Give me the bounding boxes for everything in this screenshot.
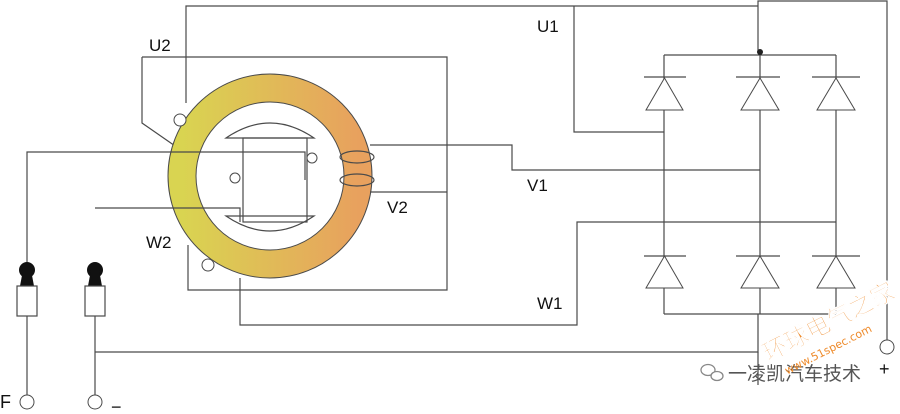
label-w1: W1 bbox=[537, 294, 563, 313]
f-terminal bbox=[19, 394, 35, 410]
label-f: F bbox=[0, 392, 11, 412]
label-w2: W2 bbox=[146, 233, 172, 252]
diode-upper-3 bbox=[812, 76, 860, 111]
diode-lower-3 bbox=[812, 255, 860, 289]
positive-terminal bbox=[879, 339, 895, 355]
label-plus: + bbox=[879, 359, 890, 379]
w-winding bbox=[95, 207, 836, 326]
minus-terminal bbox=[87, 394, 103, 410]
bridge-node bbox=[757, 49, 763, 55]
rotor-contact-right bbox=[306, 152, 318, 164]
label-v2: V2 bbox=[387, 198, 408, 217]
ground-return-lead bbox=[95, 314, 759, 385]
stator-ring bbox=[167, 73, 373, 279]
ring-post-bottom bbox=[201, 258, 215, 272]
diode-upper-1 bbox=[644, 76, 686, 111]
diode-lower-2 bbox=[736, 255, 780, 289]
diode-upper-2 bbox=[736, 76, 780, 111]
rotor-contact-left bbox=[229, 172, 241, 184]
field-lead bbox=[26, 151, 306, 266]
stator-frame bbox=[141, 56, 448, 291]
ring-post-top bbox=[173, 113, 187, 127]
account-watermark: 一凌凯汽车技术 bbox=[728, 363, 861, 385]
label-u1: U1 bbox=[537, 17, 559, 36]
positive-output-lead bbox=[757, 0, 895, 355]
connector-f bbox=[16, 262, 38, 410]
diode-bridge bbox=[644, 6, 860, 315]
label-u2: U2 bbox=[149, 36, 171, 55]
diode-lower-1 bbox=[644, 255, 686, 289]
u-winding bbox=[185, 5, 758, 133]
rotor bbox=[224, 122, 318, 232]
connector-minus bbox=[84, 262, 106, 410]
wechat-watermark: 一凌凯汽车技术 bbox=[700, 363, 861, 385]
wechat-icon bbox=[700, 363, 724, 382]
v-winding bbox=[370, 144, 760, 193]
label-v1: V1 bbox=[527, 176, 548, 195]
v-winding-loops bbox=[339, 150, 375, 187]
label-minus: − bbox=[111, 397, 122, 414]
